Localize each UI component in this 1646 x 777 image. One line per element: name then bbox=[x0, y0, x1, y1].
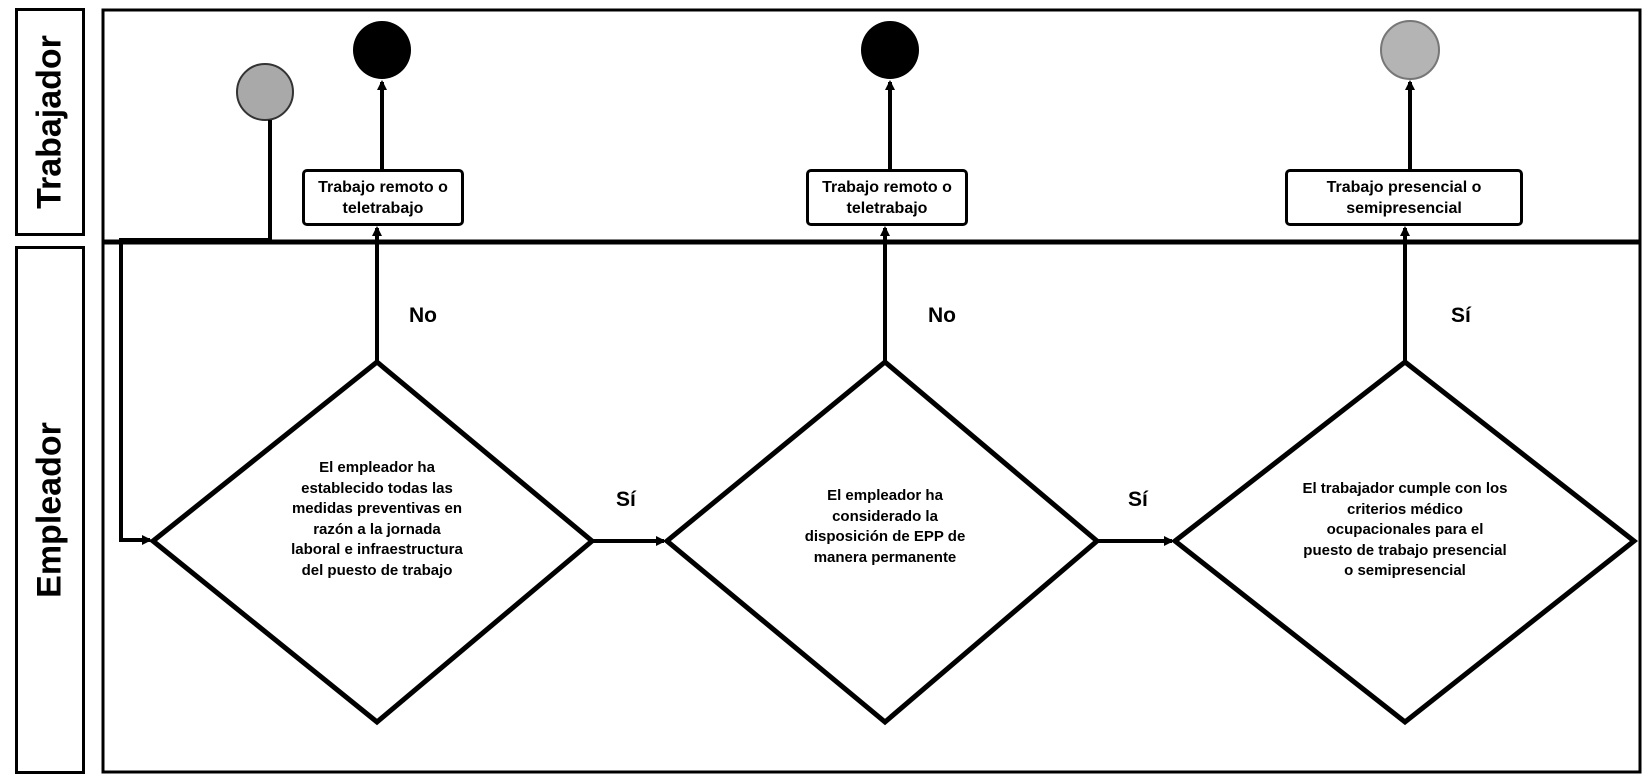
end-event-2 bbox=[861, 21, 919, 79]
lane-header-empleador: Empleador bbox=[15, 246, 85, 774]
start-event bbox=[236, 63, 294, 121]
process-remote-work-2: Trabajo remoto o teletrabajo bbox=[806, 169, 968, 226]
branch-label-d1-no: No bbox=[409, 304, 437, 327]
decision-diamond-3 bbox=[1170, 358, 1639, 726]
end-event-1 bbox=[353, 21, 411, 79]
lane-header-trabajador: Trabajador bbox=[15, 8, 85, 236]
branch-label-d1-yes: Sí bbox=[616, 488, 636, 511]
decision-text-3: El trabajador cumple con los criterios m… bbox=[1302, 480, 1508, 579]
branch-label-d2-yes: Sí bbox=[1128, 488, 1148, 511]
branch-label-d3-yes: Sí bbox=[1451, 304, 1471, 327]
process-remote-work-1: Trabajo remoto o teletrabajo bbox=[302, 169, 464, 226]
decision-diamond-2 bbox=[663, 358, 1101, 726]
decision-diamond-1 bbox=[149, 358, 596, 726]
flow-start-to-decision-1 bbox=[119, 120, 272, 545]
decision-text-1: El empleador ha establecido todas las me… bbox=[291, 459, 463, 579]
decision-text-2: El empleador ha considerado la disposici… bbox=[804, 487, 966, 566]
pool-border bbox=[101, 8, 1642, 774]
process-onsite-work: Trabajo presencial o semipresencial bbox=[1285, 169, 1523, 226]
end-event-3 bbox=[1380, 20, 1440, 80]
branch-label-d2-no: No bbox=[928, 304, 956, 327]
